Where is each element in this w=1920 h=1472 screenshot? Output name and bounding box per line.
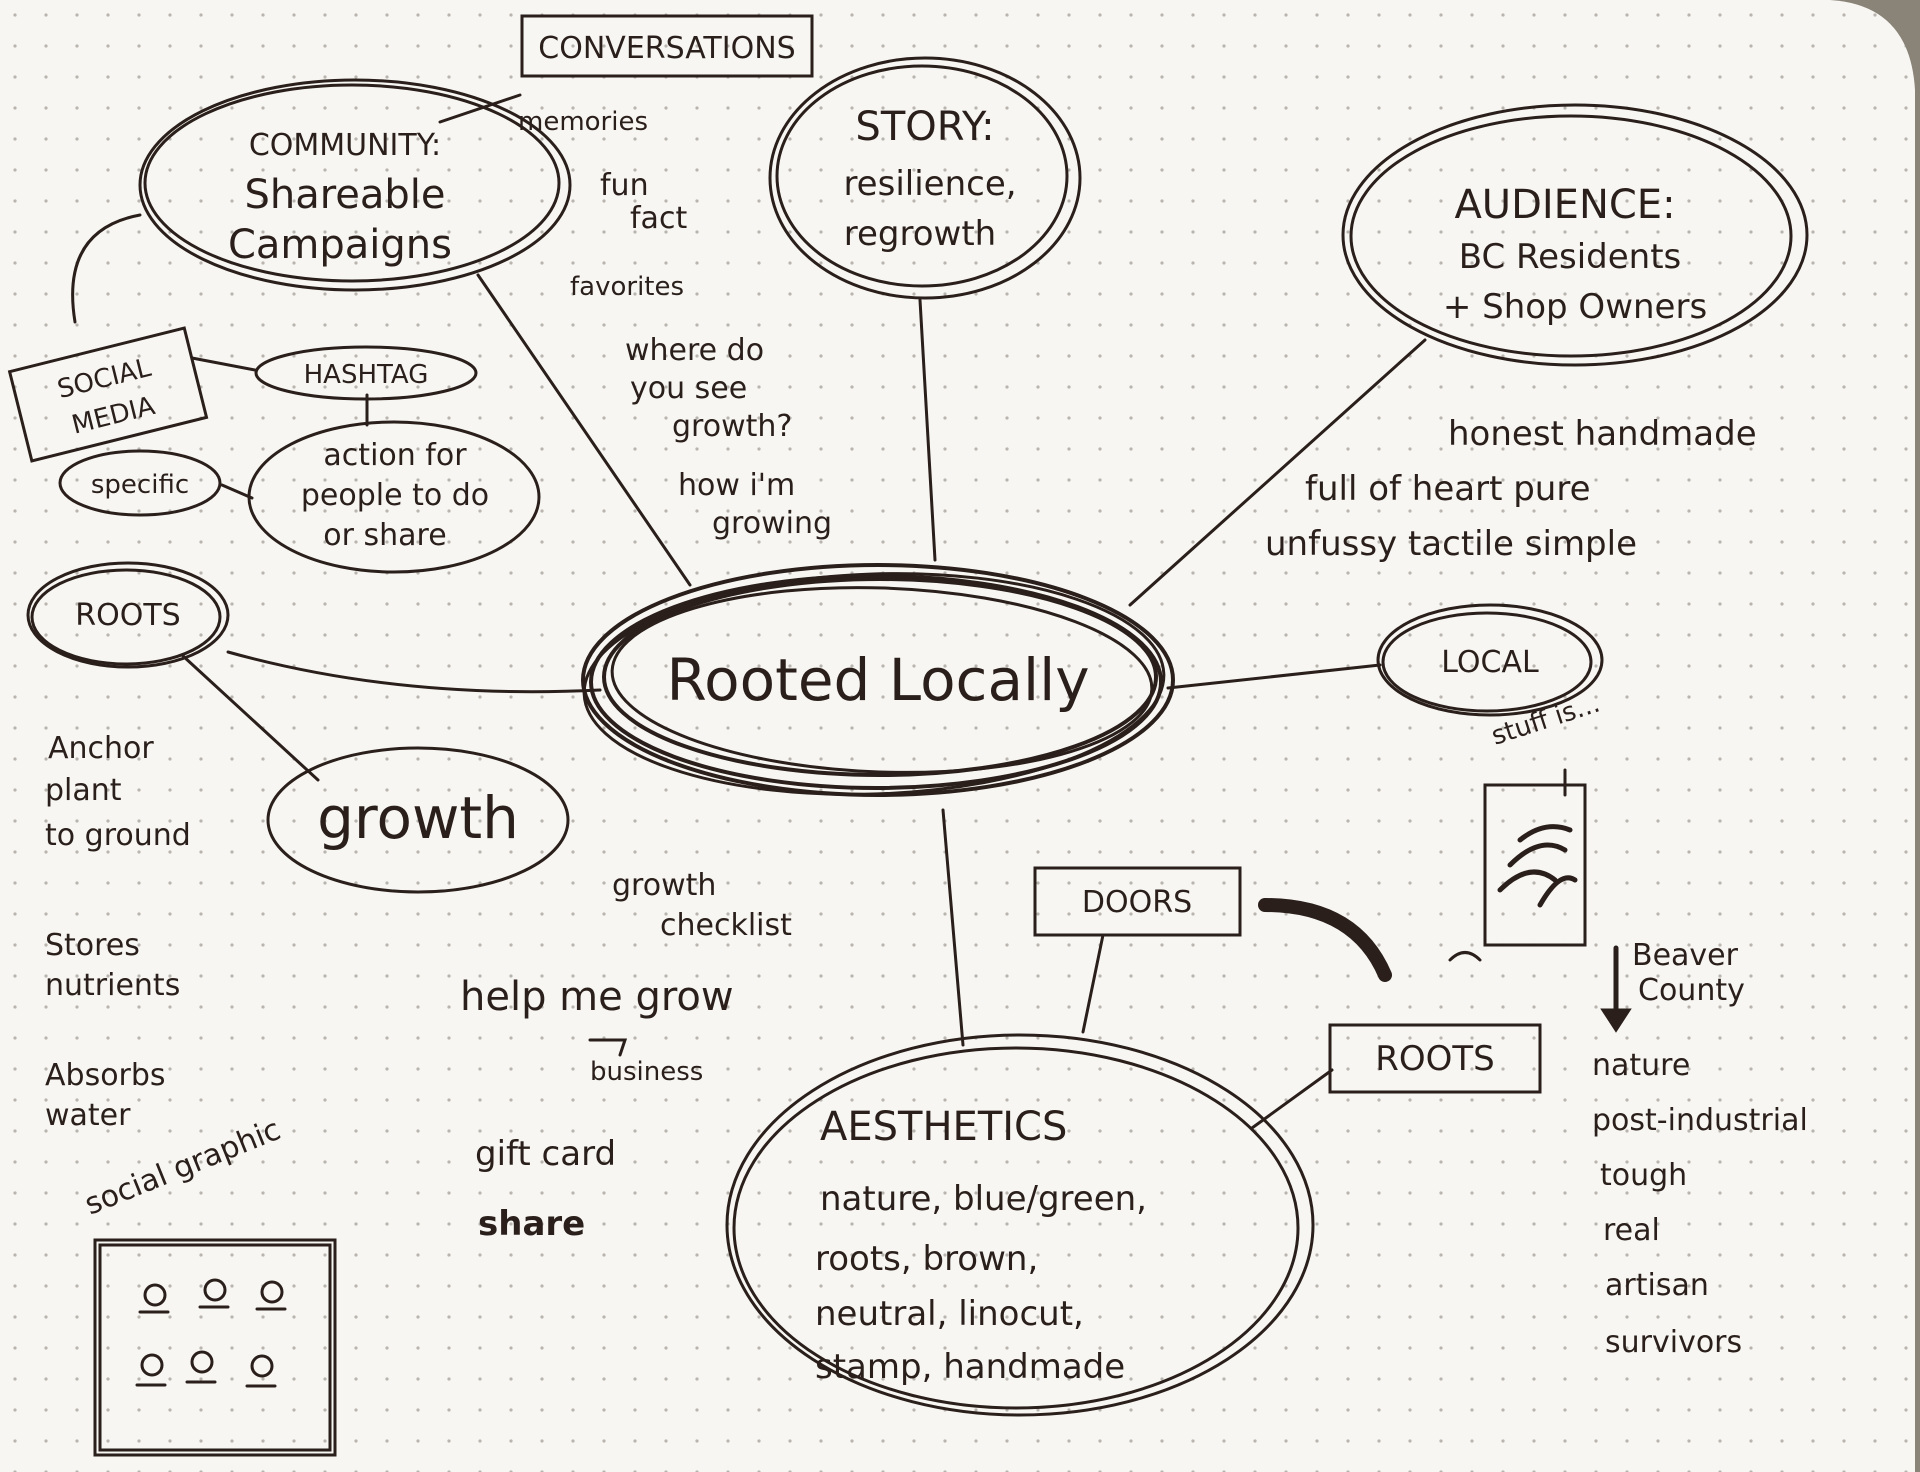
story-title: STORY: [855,104,994,150]
beaver-item-3: real [1603,1213,1660,1248]
absorbs-line-1: Absorbs [45,1058,166,1093]
audience-line-2: + Shop Owners [1443,287,1707,327]
note-where-1: where do [625,333,764,368]
beaver-item-0: nature [1592,1048,1690,1083]
roots-right-label: ROOTS [1375,1039,1495,1079]
help-line-1: help me grow [460,974,734,1020]
roots-left-label: ROOTS [75,598,180,633]
action-line-3: or share [323,518,446,553]
anchor-line-1: Anchor [48,731,154,766]
aesthetics-line-2: roots, brown, [815,1239,1038,1279]
beaver-line-2: County [1638,973,1745,1008]
note-where-2: you see [630,371,747,406]
note-how-1: how i'm [678,468,795,503]
beaver-item-4: artisan [1605,1268,1709,1303]
specific-label: specific [91,470,189,500]
roots-right-box [1328,1023,1542,1094]
note-fun: fun [600,168,649,203]
growth-bubble [266,746,570,894]
gift-line-1: gift card [475,1134,616,1174]
note-favorites: favorites [570,272,684,302]
stamp-sketch [1448,768,1587,962]
community-line-1: Shareable [244,172,445,218]
story-line-2: regrowth [844,214,996,254]
conversations-box [520,14,814,78]
aesthetics-bubble [725,1033,1315,1417]
hashtag-bubble [254,345,478,401]
absorbs-line-2: water [45,1098,131,1133]
story-line-1: resilience, [843,164,1016,204]
doors-box [1033,866,1242,937]
aesthetics-line-4: stamp, handmade [815,1347,1125,1387]
qualities-line-2: full of heart pure [1305,469,1591,509]
aesthetics-line-3: neutral, linocut, [815,1294,1084,1334]
local-label: LOCAL [1441,645,1539,680]
action-line-1: action for [323,438,467,473]
note-how-2: growing [712,506,832,541]
conversations-label: CONVERSATIONS [538,31,795,66]
stores-line-1: Stores [45,928,140,963]
action-bubble [247,420,541,574]
growth-checklist-line-1: growth [612,868,716,903]
gift-line-2: share [478,1204,585,1244]
note-fact: fact [630,201,687,236]
community-bubble [138,78,572,292]
stores-line-2: nutrients [45,968,180,1003]
beaver-item-5: survivors [1605,1325,1742,1360]
social-graphic-mockup [93,1238,337,1457]
beaver-item-2: tough [1600,1158,1687,1193]
beaver-item-1: post-industrial [1592,1103,1808,1138]
connector-lines [71,93,1632,1130]
doors-label: DOORS [1082,885,1192,920]
action-line-2: people to do [301,478,489,513]
qualities-line-3: unfussy tactile simple [1265,524,1637,564]
anchor-line-2: plant [45,773,122,808]
beaver-line-1: Beaver [1632,938,1739,973]
local-bubble [1376,603,1604,717]
story-bubble [768,56,1082,300]
note-memories: memories [518,107,648,137]
specific-bubble [58,449,222,517]
aesthetics-line-1: nature, blue/green, [820,1179,1147,1219]
social-media-box [7,326,209,463]
growth-checklist-line-2: checklist [660,908,792,943]
hashtag-label: HASHTAG [304,360,429,390]
roots-left-bubble [26,561,230,669]
anchor-line-3: to ground [45,818,191,853]
help-line-2: business [590,1057,703,1087]
growth-label: growth [317,784,519,852]
note-where-3: growth? [672,409,792,444]
audience-line-1: BC Residents [1459,237,1682,277]
qualities-line-1: honest handmade [1448,414,1757,454]
audience-title: AUDIENCE: [1454,182,1675,228]
center-bubble [581,563,1175,797]
center-title: Rooted Locally [666,646,1089,714]
community-title: COMMUNITY: [249,128,441,163]
aesthetics-title: AESTHETICS [820,1104,1067,1150]
community-line-2: Campaigns [228,222,452,268]
audience-bubble [1341,103,1809,367]
